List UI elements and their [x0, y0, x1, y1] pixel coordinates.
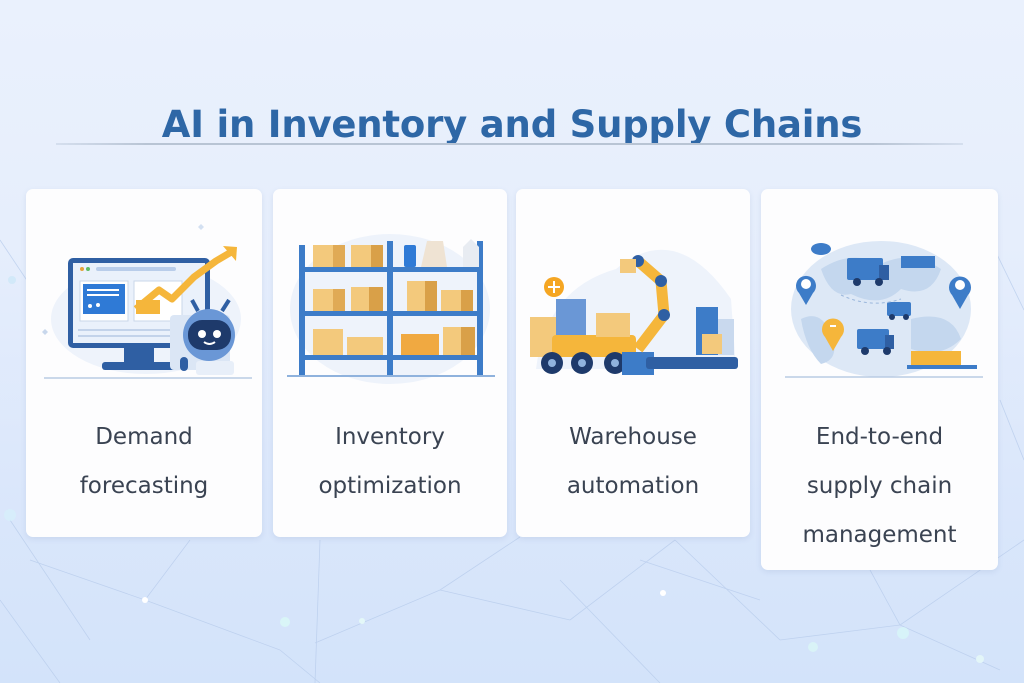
- card-demand-forecasting: Demand forecasting: [26, 189, 262, 537]
- card-label: Inventory optimization: [318, 424, 462, 499]
- card-label: End-to-end supply chain management: [802, 424, 957, 548]
- page-title: AI in Inventory and Supply Chains: [161, 102, 863, 146]
- warehouse-shelves-icon: [287, 234, 495, 384]
- robotic-arm-forklift-icon: [530, 249, 738, 375]
- monitor-chart-robot-icon: [42, 224, 252, 379]
- card-end-to-end-supply-chain: End-to-end supply chain management: [761, 189, 998, 570]
- title-divider: [56, 143, 963, 145]
- card-label: Demand forecasting: [79, 424, 209, 499]
- world-map-logistics-icon: [785, 241, 983, 378]
- card-inventory-optimization: Inventory optimization: [273, 189, 507, 537]
- card-warehouse-automation: Warehouse automation: [516, 189, 750, 537]
- card-label: Warehouse automation: [566, 424, 700, 499]
